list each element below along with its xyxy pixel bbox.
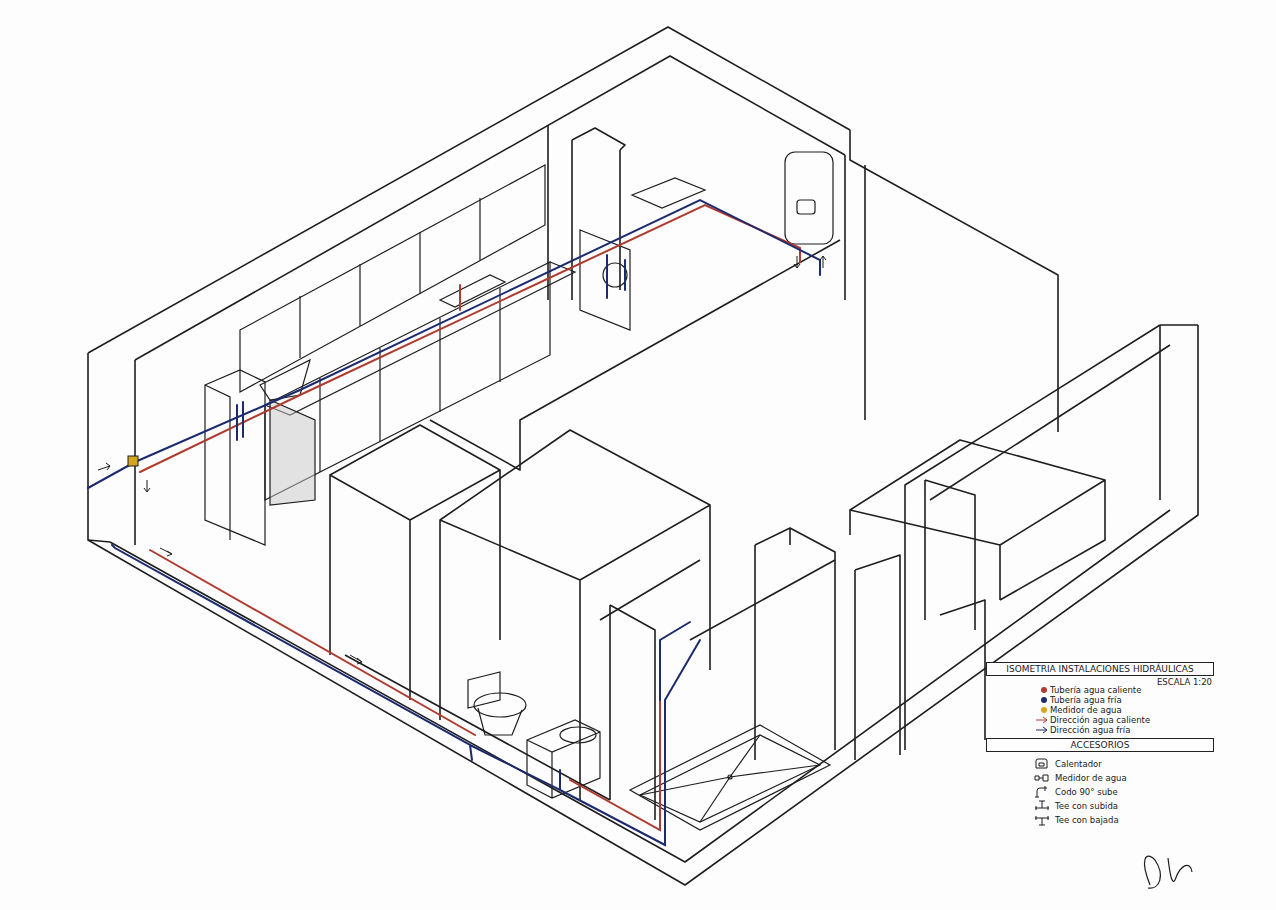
direction-arrow-sample-stroke bbox=[1036, 717, 1047, 723]
accessory-symbol-stroke bbox=[1035, 775, 1048, 781]
drawing-stroke bbox=[474, 693, 526, 717]
signature bbox=[1145, 856, 1192, 888]
drawing-stroke bbox=[864, 165, 866, 420]
drawing-stroke bbox=[1159, 325, 1161, 500]
drawing-stroke bbox=[527, 720, 600, 798]
legend-swatch bbox=[1041, 687, 1047, 693]
kitchen bbox=[205, 165, 575, 545]
drawing-stroke bbox=[88, 27, 850, 353]
drawing-stroke bbox=[794, 256, 800, 268]
drawing-stroke bbox=[844, 155, 846, 300]
drawing-stroke bbox=[440, 275, 505, 307]
drawing-stroke bbox=[150, 550, 660, 830]
drawing-stroke bbox=[1145, 856, 1192, 888]
drawing-stroke bbox=[88, 540, 110, 542]
accessory-symbol-stroke bbox=[1035, 786, 1047, 797]
drawing-stroke bbox=[98, 463, 110, 470]
title-block: ISOMETRIA INSTALACIONES HIDRÁULICAS bbox=[986, 662, 1214, 676]
drawing-stroke bbox=[128, 456, 138, 466]
drawing-stroke bbox=[300, 198, 480, 358]
drawing-stroke bbox=[160, 548, 172, 556]
drawing-stroke bbox=[88, 200, 820, 488]
drawing-stroke bbox=[330, 425, 500, 700]
drawing-stroke bbox=[600, 560, 835, 640]
drawing-stroke bbox=[855, 555, 900, 760]
legend-text: Tee con bajada bbox=[1055, 815, 1119, 825]
section-heading: ACCESORIOS bbox=[986, 738, 1214, 752]
drawing-stroke bbox=[820, 256, 826, 268]
drawing-stroke bbox=[350, 655, 362, 664]
drawing-stroke bbox=[134, 360, 136, 545]
drawing-stroke bbox=[572, 128, 625, 150]
flow-arrows bbox=[98, 256, 826, 664]
drawing-stroke bbox=[478, 708, 522, 735]
scale-label: ESCALA 1:20 bbox=[1157, 677, 1212, 687]
drawing-stroke bbox=[270, 400, 315, 505]
legend-text: Dirección agua fría bbox=[1050, 725, 1130, 735]
drawing-stroke bbox=[345, 605, 655, 820]
accessory-symbol-stroke bbox=[1036, 759, 1047, 768]
pipes bbox=[88, 200, 820, 845]
drawing-stroke bbox=[640, 735, 820, 822]
drawing-stroke bbox=[905, 325, 1198, 750]
legend-text: Tee con subida bbox=[1055, 801, 1118, 811]
drawing-stroke bbox=[925, 480, 975, 630]
drawing-stroke bbox=[640, 735, 820, 822]
accessory-symbol bbox=[1034, 814, 1050, 826]
drawing-stroke bbox=[850, 440, 1105, 600]
drawing-stroke bbox=[112, 545, 700, 845]
accessory-symbol bbox=[1034, 786, 1050, 798]
drawing-stroke bbox=[237, 255, 625, 440]
fixtures bbox=[468, 152, 833, 830]
water-meter bbox=[128, 456, 138, 466]
legend-text: Tubería agua caliente bbox=[1050, 685, 1141, 695]
drawing-stroke bbox=[850, 130, 1058, 432]
accessory-symbol bbox=[1034, 758, 1050, 770]
legend-swatch bbox=[1041, 697, 1047, 703]
legend-text: Codo 90° sube bbox=[1055, 787, 1118, 797]
drawing-stroke bbox=[660, 622, 690, 700]
drawing-stroke bbox=[797, 200, 815, 214]
drawing-stroke bbox=[240, 165, 545, 392]
drawing-stroke bbox=[205, 370, 265, 545]
legend-text: Medidor de agua bbox=[1055, 773, 1127, 783]
drawing-stroke bbox=[110, 510, 1170, 862]
accessory-symbol-stroke bbox=[1035, 801, 1049, 810]
accessory-symbol-stroke bbox=[1035, 816, 1049, 825]
accessory-symbol bbox=[1034, 772, 1050, 784]
accessory-symbol bbox=[1034, 800, 1050, 812]
legend-text: Tubería agua fría bbox=[1050, 695, 1122, 705]
legend-swatch bbox=[1041, 707, 1047, 713]
direction-arrow-sample-stroke bbox=[1036, 727, 1047, 733]
drawing-stroke bbox=[430, 240, 840, 470]
legend-text: Medidor de agua bbox=[1050, 705, 1122, 715]
drawing-stroke bbox=[728, 775, 732, 779]
drawing-stroke bbox=[144, 480, 150, 492]
walls bbox=[88, 27, 1198, 885]
drawing-stroke bbox=[140, 205, 800, 472]
drawing-stroke bbox=[560, 727, 596, 743]
direction-arrow-sample bbox=[1034, 714, 1050, 726]
drawing-stroke bbox=[940, 600, 985, 740]
legend-text: Calentador bbox=[1055, 759, 1102, 769]
drawing-stroke bbox=[755, 528, 835, 760]
drawing-stroke bbox=[459, 285, 461, 310]
legend-text: Dirección agua caliente bbox=[1050, 715, 1150, 725]
drawing-stroke bbox=[320, 288, 500, 472]
drawing-stroke bbox=[468, 672, 500, 708]
drawing-stroke bbox=[785, 152, 833, 244]
drawing-stroke bbox=[440, 430, 710, 800]
direction-arrow-sample bbox=[1034, 724, 1050, 736]
